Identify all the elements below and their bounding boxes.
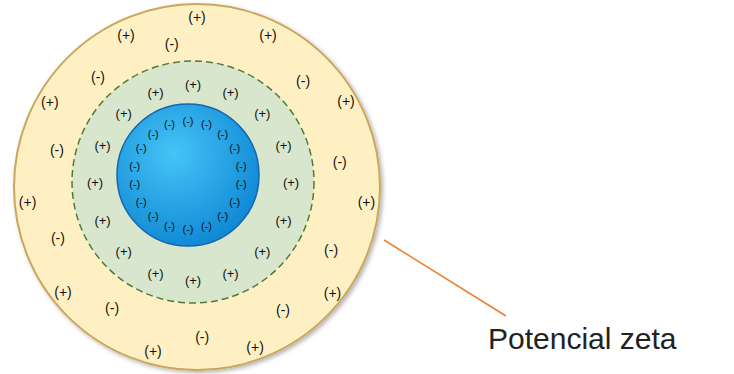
charge-sign: (+) [254,106,270,119]
charge-sign: (+) [188,10,206,24]
charge-sign: (+) [94,138,110,151]
charge-sign: (+) [87,176,103,189]
charge-sign: (+) [19,195,37,209]
charge-sign: (+) [185,274,201,287]
charge-sign: (-) [217,128,228,139]
charge-sign: (-) [324,243,338,257]
leader-line [384,240,506,316]
charge-sign: (+) [116,106,132,119]
charge-sign: (-) [148,128,159,139]
charge-sign: (+) [147,266,163,279]
charge-sign: (+) [54,285,72,299]
diffuse-layer-circle [14,4,380,370]
callout-label: Potencial zeta [488,322,676,355]
stern-layer: (+)(+)(+)(+)(+)(+)(+)(+)(+)(+)(+)(+)(+)(… [71,60,315,304]
charge-sign: (-) [91,70,105,84]
charge-sign: (+) [275,138,291,151]
charge-sign: (+) [283,176,299,189]
charge-sign: (-) [276,303,290,317]
charge-sign: (-) [236,179,247,190]
charge-sign: (-) [136,143,147,154]
charge-sign: (-) [105,301,119,315]
charge-sign: (+) [222,266,238,279]
charge-sign: (+) [144,344,162,358]
charge-sign: (+) [117,28,135,42]
particle-circle: (-)(-)(-)(-)(-)(-)(-)(-)(-)(-)(-)(-)(-)(… [116,103,260,247]
diffuse-layer: (+)(+)(-)(+)(-)(+)(-)(+)(-)(+)(-)(+)(-)(… [13,3,381,371]
charge-sign: (-) [217,211,228,222]
charge-sign: (+) [358,195,376,209]
charge-sign: (+) [147,85,163,98]
charge-sign: (-) [165,37,179,51]
charge-sign: (-) [50,143,64,157]
charge-sign: (-) [164,220,175,231]
charge-sign: (+) [324,286,342,300]
charge-sign: (-) [201,220,212,231]
charge-sign: (+) [246,340,264,354]
charge-sign: (-) [164,119,175,130]
charge-sign: (-) [136,197,147,208]
charge-sign: (+) [185,78,201,91]
charge-sign: (-) [296,74,310,88]
charge-sign: (+) [337,94,355,108]
charge-sign: (-) [129,160,140,171]
stern-layer-circle [72,61,314,303]
particle-circle-circle [117,104,259,246]
charge-sign: (-) [236,160,247,171]
charge-sign: (-) [183,224,194,235]
charge-sign: (+) [116,245,132,258]
charge-sign: (+) [259,28,277,42]
charge-sign: (-) [51,231,65,245]
charge-sign: (-) [195,330,209,344]
charge-sign: (+) [222,85,238,98]
charge-sign: (-) [201,119,212,130]
charge-sign: (+) [94,213,110,226]
charge-sign: (+) [41,95,59,109]
charge-sign: (-) [229,197,240,208]
charge-sign: (-) [333,155,347,169]
charge-sign: (+) [275,213,291,226]
charge-sign: (-) [229,143,240,154]
charge-sign: (-) [183,116,194,127]
charge-sign: (+) [254,245,270,258]
charge-sign: (-) [129,179,140,190]
charge-sign: (-) [148,211,159,222]
